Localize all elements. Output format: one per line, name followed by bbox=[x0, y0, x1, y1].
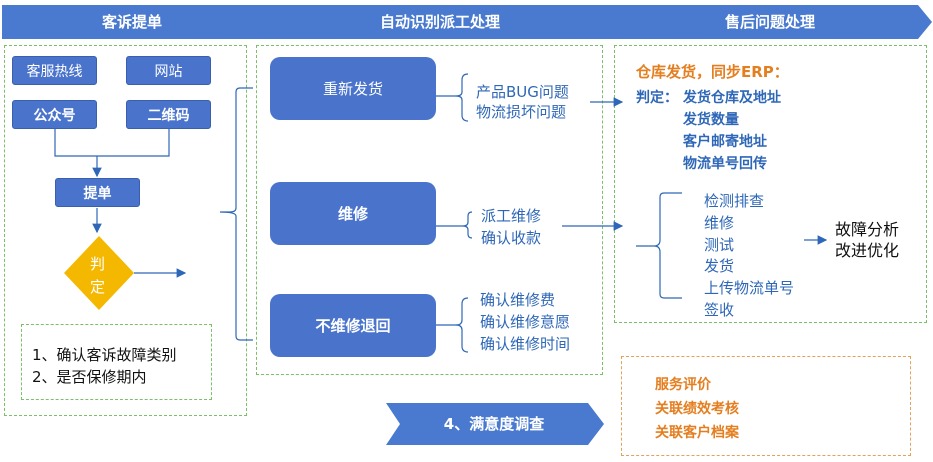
analysis-2: 改进优化 bbox=[835, 241, 900, 260]
repair-flow-5: 上传物流单号 bbox=[704, 279, 795, 297]
stage-3-title: 售后问题处理 bbox=[724, 13, 815, 31]
reship-reason-1: 产品BUG问题 bbox=[476, 83, 569, 101]
analysis-1: 故障分析 bbox=[835, 220, 900, 239]
stage-1-shape bbox=[2, 5, 276, 39]
website-box: 网站 bbox=[126, 56, 211, 85]
repair-flow-3: 测试 bbox=[704, 236, 735, 254]
warehouse-title: 仓库发货，同步ERP： bbox=[636, 63, 789, 81]
repair-step-2: 确认收款 bbox=[481, 229, 542, 247]
brace-repair bbox=[462, 211, 473, 239]
no-repair-step-2: 确认维修意愿 bbox=[480, 313, 571, 331]
repair-step-1: 派工维修 bbox=[481, 207, 542, 225]
warehouse-item-4: 物流单号回传 bbox=[683, 156, 767, 172]
brace-norepair bbox=[455, 297, 469, 353]
survey-box bbox=[621, 356, 911, 456]
no-repair-step-3: 确认维修时间 bbox=[480, 335, 571, 353]
no-repair-box: 不维修退回 bbox=[270, 294, 436, 357]
warehouse-item-2: 发货数量 bbox=[683, 112, 739, 128]
survey-1: 服务评价 bbox=[655, 377, 711, 393]
repair-flow-1: 检测排查 bbox=[704, 192, 765, 210]
decision-label-2: 定 bbox=[90, 278, 106, 296]
criteria-2: 2、是否保修期内 bbox=[32, 368, 147, 386]
criteria-box bbox=[21, 324, 212, 400]
repair-box: 维修 bbox=[270, 182, 436, 245]
submit-box: 提单 bbox=[55, 178, 140, 207]
stage-4-shape bbox=[386, 403, 604, 445]
brace-reship bbox=[455, 73, 469, 122]
reship-reason-2: 物流损坏问题 bbox=[476, 103, 567, 121]
reship-box: 重新发货 bbox=[270, 57, 436, 120]
stage-2-title: 自动识别派工处理 bbox=[379, 13, 500, 31]
wechat-box: 公众号 bbox=[12, 100, 97, 129]
stage-1-title: 客诉提单 bbox=[101, 13, 162, 31]
warehouse-judge-label: 判定： bbox=[636, 90, 678, 106]
repair-flow-2: 维修 bbox=[704, 214, 735, 232]
warehouse-item-3: 客户邮寄地址 bbox=[683, 134, 767, 150]
qrcode-box: 二维码 bbox=[126, 100, 211, 129]
decision-diamond bbox=[64, 236, 134, 310]
brace-main bbox=[219, 87, 253, 341]
region-dispatch bbox=[256, 45, 603, 375]
line-qrcode bbox=[97, 129, 170, 157]
survey-2: 关联绩效考核 bbox=[655, 401, 739, 417]
warehouse-item-1: 发货仓库及地址 bbox=[683, 90, 781, 106]
no-repair-step-1: 确认维修费 bbox=[480, 291, 556, 309]
hotline-box: 客服热线 bbox=[12, 56, 97, 85]
line-wechat bbox=[54, 129, 97, 157]
region-aftersales bbox=[614, 45, 927, 323]
decision-label-1: 判 bbox=[90, 255, 106, 273]
survey-3: 关联客户档案 bbox=[655, 425, 739, 441]
repair-flow-4: 发货 bbox=[704, 257, 735, 275]
stage-3-shape bbox=[608, 5, 932, 39]
stage-4-title: 4、满意度调查 bbox=[443, 415, 545, 433]
repair-flow-6: 签收 bbox=[704, 301, 735, 319]
criteria-1: 1、确认客诉故障类别 bbox=[32, 346, 177, 364]
stage-2-shape bbox=[256, 5, 626, 39]
brace-repairflow bbox=[636, 192, 682, 299]
region-complaint bbox=[4, 45, 247, 416]
